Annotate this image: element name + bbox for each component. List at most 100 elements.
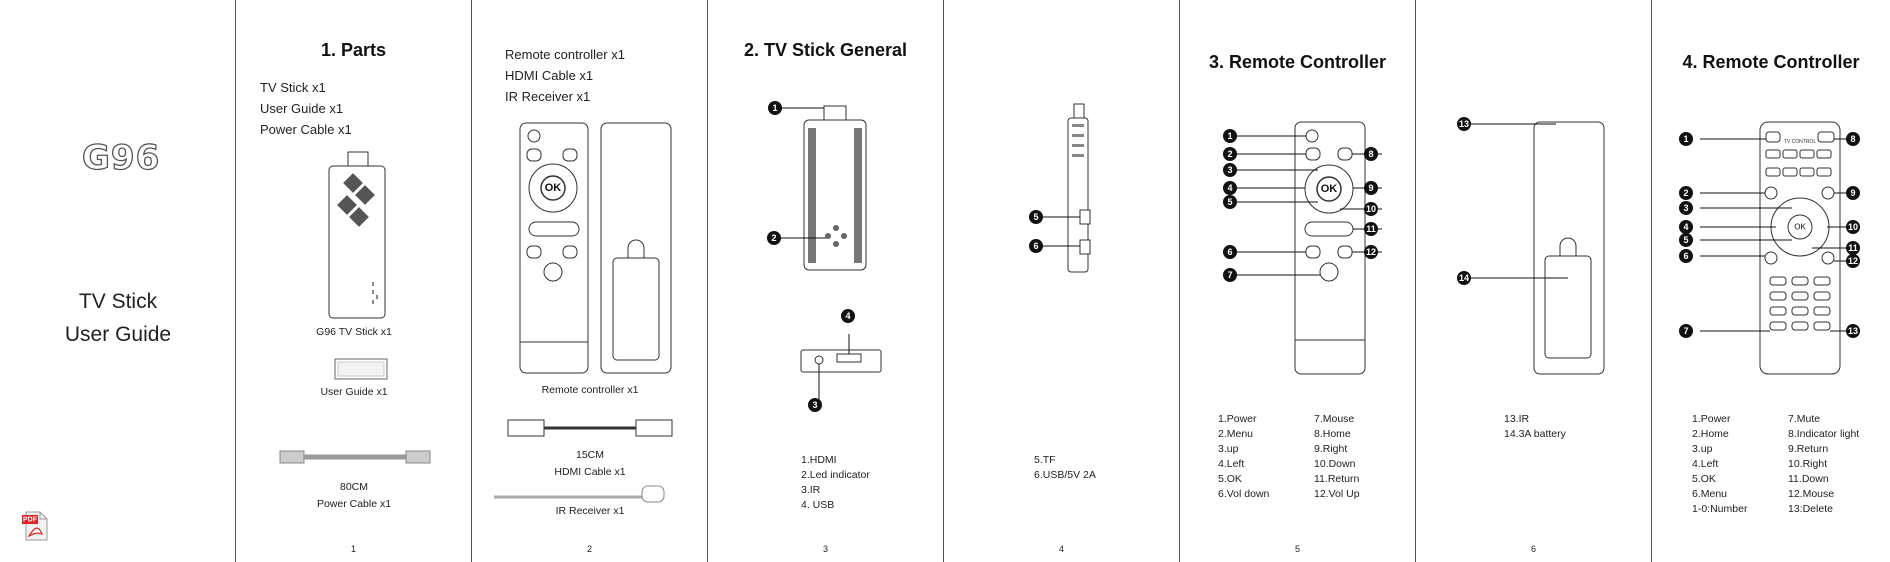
pdf-file-icon[interactable]: PDF (20, 510, 50, 542)
page-number: 6 (1530, 544, 1536, 554)
page-number: 4 (1058, 544, 1064, 554)
legend-item: 9.Right (1314, 443, 1348, 455)
callout-badge: 11 (1846, 241, 1860, 255)
callout-badge-label: 2 (1227, 149, 1232, 159)
callout-badge-label: 8 (1368, 149, 1373, 159)
pdf-icon: PDF (22, 511, 48, 541)
ok-button-label: OK (1321, 183, 1338, 195)
callout-badge-label: 3 (1683, 203, 1688, 213)
parts-item: Power Cable x1 (260, 122, 352, 137)
legend-item: 1.Power (1218, 413, 1257, 425)
callout-badge-label: 5 (1683, 235, 1688, 245)
callout-badge: 6 (1679, 249, 1693, 263)
page-5-remote-controller: 3. Remote Controller OK 1.Power 2.Menu 3… (1180, 0, 1416, 562)
legend-item: 3.IR (801, 484, 821, 496)
tv-control-label: TV CONTROL (1784, 139, 1816, 145)
legend-item: 5.OK (1218, 473, 1242, 485)
callout-badge-label: 10 (1366, 204, 1376, 214)
callout-badge-label: 9 (1368, 183, 1373, 193)
callout-badge-label: 1 (772, 103, 777, 113)
callout-badge-label: 11 (1848, 243, 1858, 253)
legend-item: 8.Home (1314, 428, 1351, 440)
callout-badge-label: 13 (1459, 119, 1469, 129)
page-title: 3. Remote Controller (1208, 52, 1387, 72)
legend-item: 4. USB (801, 499, 835, 511)
brand-logo: G96 (81, 137, 161, 178)
back-legend: 13.IR 14.3A battery (1504, 412, 1566, 442)
callout-badge: 2 (767, 231, 781, 245)
legend-item: 10.Down (1314, 458, 1356, 470)
legend-item: 10.Right (1788, 458, 1828, 470)
legend-item: 8.Indicator light (1788, 428, 1860, 440)
callout-badge-label: 12 (1848, 256, 1858, 266)
callout-badge: 5 (1223, 195, 1237, 209)
remote-buttons-diagram: OK (1228, 121, 1382, 375)
callout-badge-label: 2 (1683, 188, 1688, 198)
callout-badge-label: 3 (1227, 165, 1232, 175)
page-number: 1 (350, 544, 356, 554)
callout-badge: 6 (1029, 239, 1043, 253)
legend-item: 4.Left (1218, 458, 1245, 470)
callout-badge-label: 6 (1683, 251, 1688, 261)
legend-item: 3.up (1218, 443, 1239, 455)
callout-badge: 6 (1223, 245, 1237, 259)
ok-button-label: OK (1794, 223, 1806, 232)
callout-badge: 10 (1846, 220, 1860, 234)
callout-badge-label: 6 (1033, 241, 1038, 251)
page-2-parts: Remote controller x1 HDMI Cable x1 IR Re… (472, 0, 708, 562)
page-title: 4. Remote Controller (1682, 52, 1860, 72)
tv-remote-diagram: TV CONTROL OK (1700, 121, 1852, 375)
caption-user-guide: User Guide x1 (320, 386, 388, 398)
parts-item: TV Stick x1 (260, 80, 326, 95)
parts-item: HDMI Cable x1 (505, 68, 594, 83)
tv-stick-front-diagram (776, 105, 867, 271)
callout-badge-label: 2 (771, 233, 776, 243)
caption-hdmi-length: 15CM (575, 449, 604, 461)
callout-badge-label: 5 (1033, 212, 1038, 222)
legend-item: 4.Left (1692, 458, 1719, 470)
legend-item: 14.3A battery (1504, 428, 1566, 440)
callout-badge: 5 (1029, 210, 1043, 224)
legend-item: 1.HDMI (801, 454, 837, 466)
page-7-remote-controller: 4. Remote Controller TV CONTROL OK (1652, 0, 1890, 562)
caption-cable-length: 80CM (339, 481, 368, 493)
ok-button-label: OK (545, 182, 562, 194)
page-6-remote-back: 13.IR 14.3A battery 6 (1416, 0, 1652, 562)
cover-title-line1: TV Stick (78, 290, 158, 313)
callout-badge-label: 6 (1227, 247, 1232, 257)
callout-badge-label: 7 (1683, 326, 1688, 336)
pdf-icon-label: PDF (23, 517, 38, 524)
parts-item: Remote controller x1 (505, 47, 625, 62)
callout-badge-label: 13 (1848, 326, 1858, 336)
legend-item: 11.Down (1788, 473, 1829, 485)
legend-item: 1-0:Number (1692, 503, 1748, 515)
callout-badge: 13 (1846, 324, 1860, 338)
caption-tv-stick: G96 TV Stick x1 (316, 326, 392, 338)
callout-badge: 4 (1223, 181, 1237, 195)
callout-badge: 10 (1364, 202, 1378, 216)
remote-legend-col1: 1.Power 2.Menu 3.up 4.Left 5.OK 6.Vol do… (1218, 412, 1269, 502)
remote-legend-col2: 7.Mute 8.Indicator light 9.Return 10.Rig… (1788, 412, 1859, 517)
callout-badge: 12 (1846, 254, 1860, 268)
page-4-side-view: 5.TF 6.USB/5V 2A 4 (944, 0, 1180, 562)
callout-badge: 1 (1679, 132, 1693, 146)
legend-item: 6.Menu (1692, 488, 1728, 500)
tv-stick-end-diagram (800, 334, 882, 402)
legend-item: 7.Mouse (1314, 413, 1355, 425)
legend-item: 7.Mute (1788, 413, 1821, 425)
callout-badge: 3 (1223, 163, 1237, 177)
legend-item: 6.Vol down (1218, 488, 1270, 500)
page-number: 5 (1294, 544, 1300, 554)
legend-item: 12.Vol Up (1314, 488, 1360, 500)
legend-item: 12.Mouse (1788, 488, 1835, 500)
legend-item: 6.USB/5V 2A (1034, 469, 1096, 481)
callout-badge: 4 (841, 309, 855, 323)
legend-item: 3.up (1692, 443, 1713, 455)
callout-badge: 3 (1679, 201, 1693, 215)
cover-page: G96 TV Stick User Guide PDF (0, 0, 236, 562)
callout-badge: 4 (1679, 220, 1693, 234)
legend-item: 2.Home (1692, 428, 1729, 440)
callout-badge-label: 14 (1459, 273, 1469, 283)
callout-badge-label: 1 (1227, 131, 1232, 141)
